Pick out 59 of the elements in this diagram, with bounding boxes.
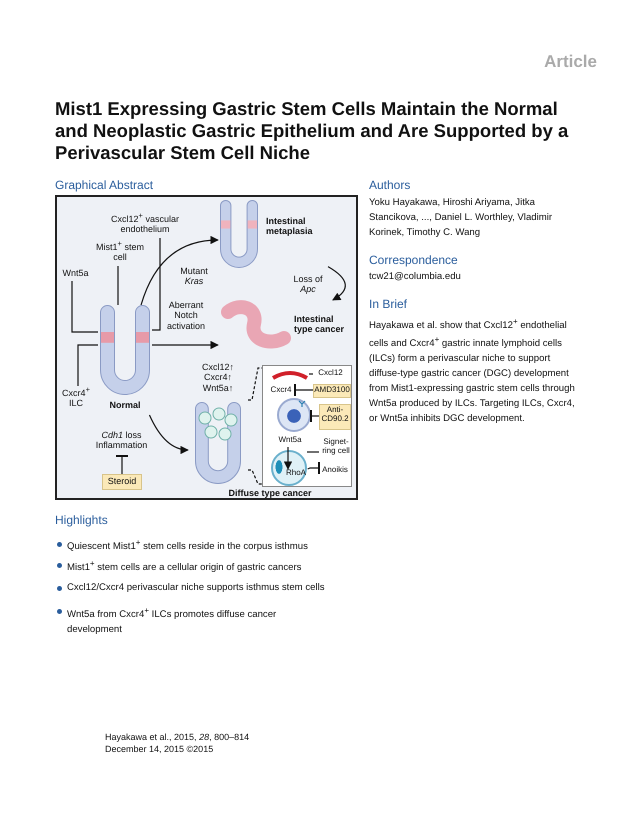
leader-line: [152, 238, 161, 331]
edge-label: Aberrant Notch activation: [166, 300, 206, 332]
author-list: Yoku Hayakawa, Hiroshi Ariyama, Jitka Stancikova, ..., Daniel L. Worthley, Vladimir Korinek, Timothy C. Wang: [369, 196, 569, 241]
annotation-text: Wnt5a: [275, 436, 305, 447]
section-heading: Highlights: [55, 513, 108, 527]
drug-box: Steroid: [102, 474, 142, 490]
leader-line: [117, 266, 119, 305]
highlight-text: Quiescent Mist1$^{+}$ stem cells reside in the corpus isthmus: [67, 538, 309, 552]
annotation-text: Mist1$^{+}$ stem cell: [95, 240, 145, 266]
lymphoid-cell-icon: [277, 398, 311, 432]
tumor-label: Intestinal type cancer: [294, 314, 346, 335]
zoom-line: [248, 469, 262, 485]
section-heading: In Brief: [369, 297, 408, 311]
citation-text: December 14, 2015 ©2015: [105, 744, 214, 754]
panel-caption: Diffuse type cancer: [227, 488, 313, 498]
section-label: Article: [543, 52, 597, 72]
inhibition-line: [307, 462, 320, 474]
leader-line: [309, 373, 313, 375]
arrow: [328, 266, 346, 301]
leader-line: [307, 451, 319, 453]
annotation-text: Cxcl12↑ Cxcr4↑ Wnt5a↑: [200, 362, 235, 394]
annotation-text: Cxcr4: [267, 386, 295, 397]
arrow: [152, 340, 219, 350]
inhibition-line: [116, 455, 128, 474]
gland-label: Normal: [108, 400, 142, 410]
inhibition-line: [310, 410, 319, 422]
annotation-text: Cxcl12: [313, 369, 348, 380]
zoom-line: [248, 367, 262, 401]
highlight-text: Cxcl12/Cxcr4 perivascular niche supports isthmus stem cells: [67, 582, 326, 593]
highlight-text: Mist1$^{+}$ stem cells are a cellular origin of gastric cancers: [67, 559, 302, 574]
drug-box: AMD3100: [313, 384, 351, 398]
article-title: Mist1 Expressing Gastric Stem Cells Maintain the Normal and Neoplastic Gastric Epithelium and Are Supported by a Perivascular Stem Cell Niche: [55, 98, 570, 165]
gland-label: Intestinal metaplasia: [266, 216, 314, 237]
leader-line: [77, 344, 98, 386]
blood-vessel-icon: [271, 370, 309, 380]
annotation-text: Cdh1 loss Inflammation: [88, 430, 155, 456]
inset-panel: [262, 365, 352, 487]
drug-box: Anti-CD90.2: [319, 404, 351, 430]
summary-paragraph: Hayakawa et al. show that Cxcl12$^{+}$ endothelial cells and Cxcr4$^{+}$ gastric innate lymphoid cells (ILCs) form a perivascular niche to support diffuse-type gastric cancer (DGC) development from Mist1-expressing gastric stem cells through Wnt5a produced by ILCs. Targeting ILCs, Cxcr4, or Wnt5a inhibits DGC development.: [369, 316, 576, 426]
highlight-text: Wnt5a from Cxcr4$^{+}$ ILCs promotes diffuse cancer development: [67, 605, 278, 638]
annotation-text: Cxcl12$^{+}$ vascular endothelium: [100, 212, 190, 238]
arrow: [140, 236, 219, 306]
edge-label: Mutant Kras: [179, 266, 209, 287]
annotation-text: Wnt5a: [58, 268, 93, 281]
inhibition-line: [294, 384, 313, 396]
arrow: [284, 447, 292, 470]
section-heading: Graphical Abstract: [55, 178, 154, 192]
edge-label: Loss of Apc: [292, 274, 324, 295]
arrow: [148, 414, 189, 454]
section-heading: Correspondence: [369, 253, 458, 267]
annotation-text: RhoA: [284, 469, 308, 479]
citation-text: Hayakawa et al., 2015, 28, 800–814: [105, 732, 250, 742]
leader-line: [71, 281, 98, 333]
annotation-text: Signet-ring cell: [319, 438, 353, 460]
annotation-text: Cxcr4$^{+}$ ILC: [56, 386, 96, 412]
email-text: tcw21@columbia.edu: [369, 271, 461, 282]
section-heading: Authors: [369, 178, 410, 192]
signet-ring-cell-icon: [271, 450, 307, 486]
annotation-text: Anoikis: [319, 466, 351, 477]
